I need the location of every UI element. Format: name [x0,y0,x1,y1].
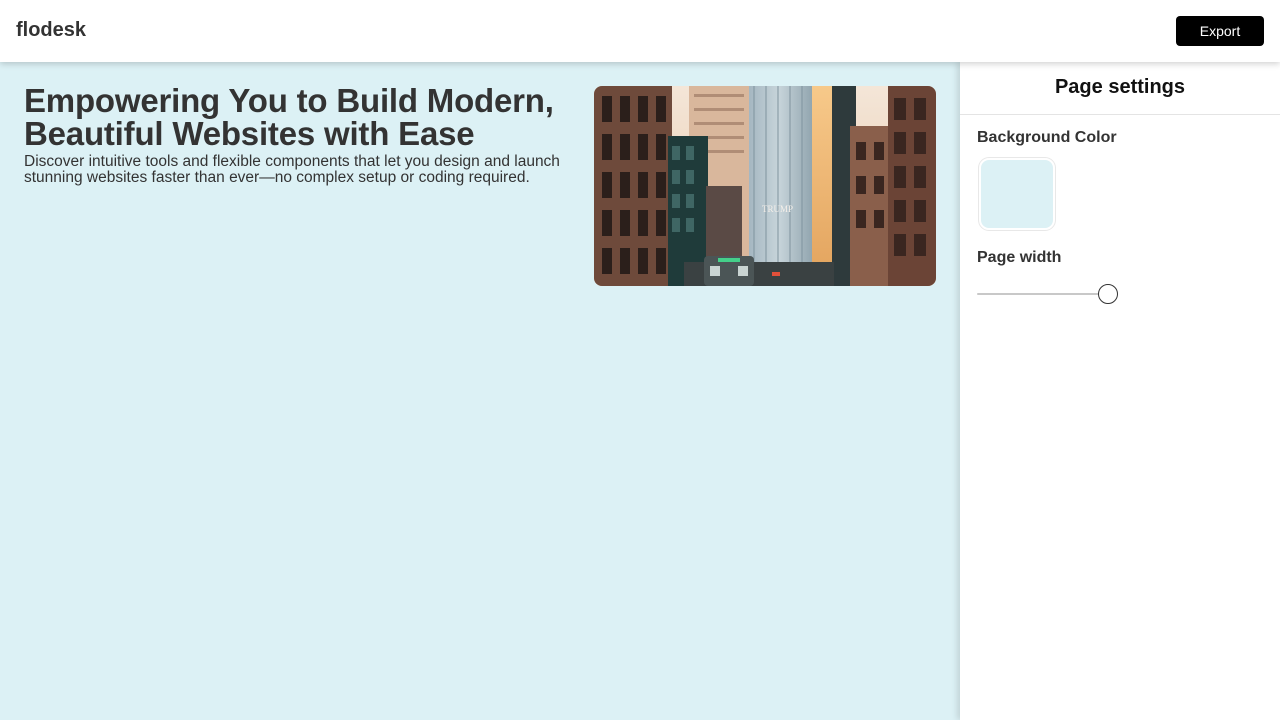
slider-thumb[interactable] [1098,284,1118,304]
background-color-label: Background Color [977,129,1117,146]
panel-title: Page settings [960,62,1280,115]
app-logo[interactable]: flodesk [16,19,87,41]
hero-title[interactable]: Empowering You to Build Modern, Beautifu… [24,82,554,152]
settings-panel: Page settings Background Color Page widt… [960,62,1280,720]
hero-text-block[interactable]: Empowering You to Build Modern, Beautifu… [24,84,564,186]
page-width-label: Page width [977,249,1062,266]
page-canvas[interactable]: Empowering You to Build Modern, Beautifu… [0,62,960,720]
slider-track[interactable] [977,293,1101,295]
hero-image[interactable]: TRUMP [594,86,936,286]
top-bar: flodesk Export [0,0,1280,62]
svg-text:TRUMP: TRUMP [762,204,793,214]
city-street-photo-icon: TRUMP [594,86,936,286]
hero-subtitle[interactable]: Discover intuitive tools and flexible co… [24,153,560,186]
background-color-swatch[interactable] [979,158,1055,230]
page-width-slider[interactable] [977,283,1123,305]
export-button[interactable]: Export [1176,16,1264,46]
